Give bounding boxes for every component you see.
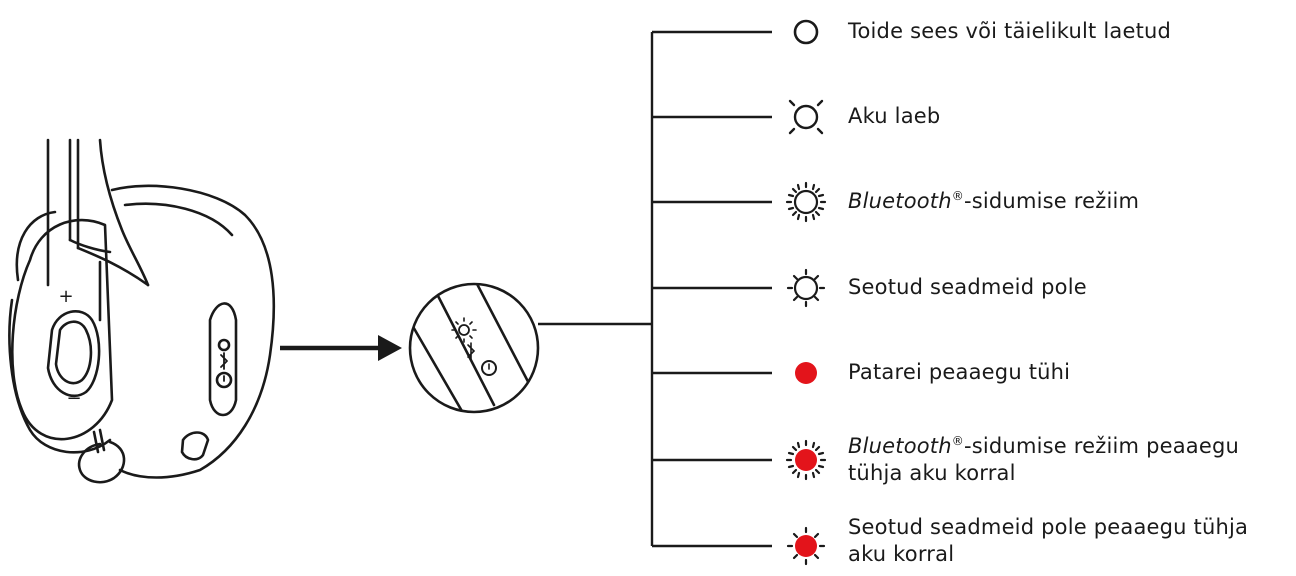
legend-label-power: Toide sees või täielikult laetud	[848, 18, 1171, 45]
button-panel	[208, 302, 238, 417]
legend-label-charging: Aku laeb	[848, 103, 940, 130]
led-icons	[785, 19, 827, 566]
registered-mark: ®	[951, 189, 964, 203]
zoom-led-icon	[458, 324, 470, 336]
arrow	[280, 335, 402, 361]
legend-label-pairing-low-battery: Bluetooth®-sidumise režiim peaaegu tühja…	[848, 433, 1239, 487]
legend-em-text: Bluetooth	[848, 434, 952, 458]
registered-mark: ®	[951, 434, 964, 448]
earcup-plate	[10, 218, 114, 441]
led-solid-white-icon	[793, 19, 819, 45]
led-red-fast-blink-icon	[785, 439, 827, 481]
legend-text: aku korral	[848, 542, 955, 566]
legend-em-text: Bluetooth	[848, 189, 952, 213]
connector-lines	[538, 30, 772, 548]
led-red-slow-blink-icon	[786, 526, 826, 566]
earcup-outer	[110, 184, 276, 479]
legend-label-battery-low: Patarei peaaegu tühi	[848, 359, 1070, 386]
legend-text: -sidumise režiim peaaegu	[963, 434, 1240, 458]
led-slow-blink-icon	[786, 268, 826, 308]
boom-mic	[77, 440, 126, 484]
power-button-icon	[215, 371, 233, 389]
legend-label-no-paired: Seotud seadmeid pole	[848, 274, 1087, 301]
led-charging-icon	[788, 99, 824, 135]
legend-text: tühja aku korral	[848, 461, 1016, 485]
led-fast-blink-icon	[785, 181, 827, 223]
legend-text: Patarei peaaegu tühi	[848, 360, 1071, 384]
zoom-power-button-icon	[481, 360, 497, 376]
led-solid-red-icon	[795, 362, 817, 384]
legend-line: tühja aku korral	[848, 460, 1239, 487]
legend-text: Seotud seadmeid pole	[848, 275, 1087, 299]
legend-text: Aku laeb	[848, 104, 941, 128]
legend-line: aku korral	[848, 541, 1248, 568]
bluetooth-icon	[220, 352, 228, 370]
volume-plus-symbol: +	[58, 286, 73, 307]
legend-line: Seotud seadmeid pole peaaegu tühja	[848, 514, 1248, 541]
legend-text: Toide sees või täielikult laetud	[848, 19, 1172, 43]
zoom-circle	[408, 282, 540, 414]
legend-label-no-paired-low-battery: Seotud seadmeid pole peaaegu tühja aku k…	[848, 514, 1248, 568]
legend-label-pairing: Bluetooth®-sidumise režiim	[848, 188, 1139, 215]
led-icon	[217, 338, 231, 352]
zoom-bluetooth-icon	[467, 342, 476, 360]
legend-line: Bluetooth®-sidumise režiim peaaegu	[848, 433, 1239, 460]
control-dial	[46, 310, 101, 398]
headset-illustration	[8, 138, 276, 484]
legend-text: -sidumise režiim	[963, 189, 1140, 213]
legend-text: Seotud seadmeid pole peaaegu tühja	[848, 515, 1249, 539]
volume-minus-symbol: −	[66, 388, 81, 409]
